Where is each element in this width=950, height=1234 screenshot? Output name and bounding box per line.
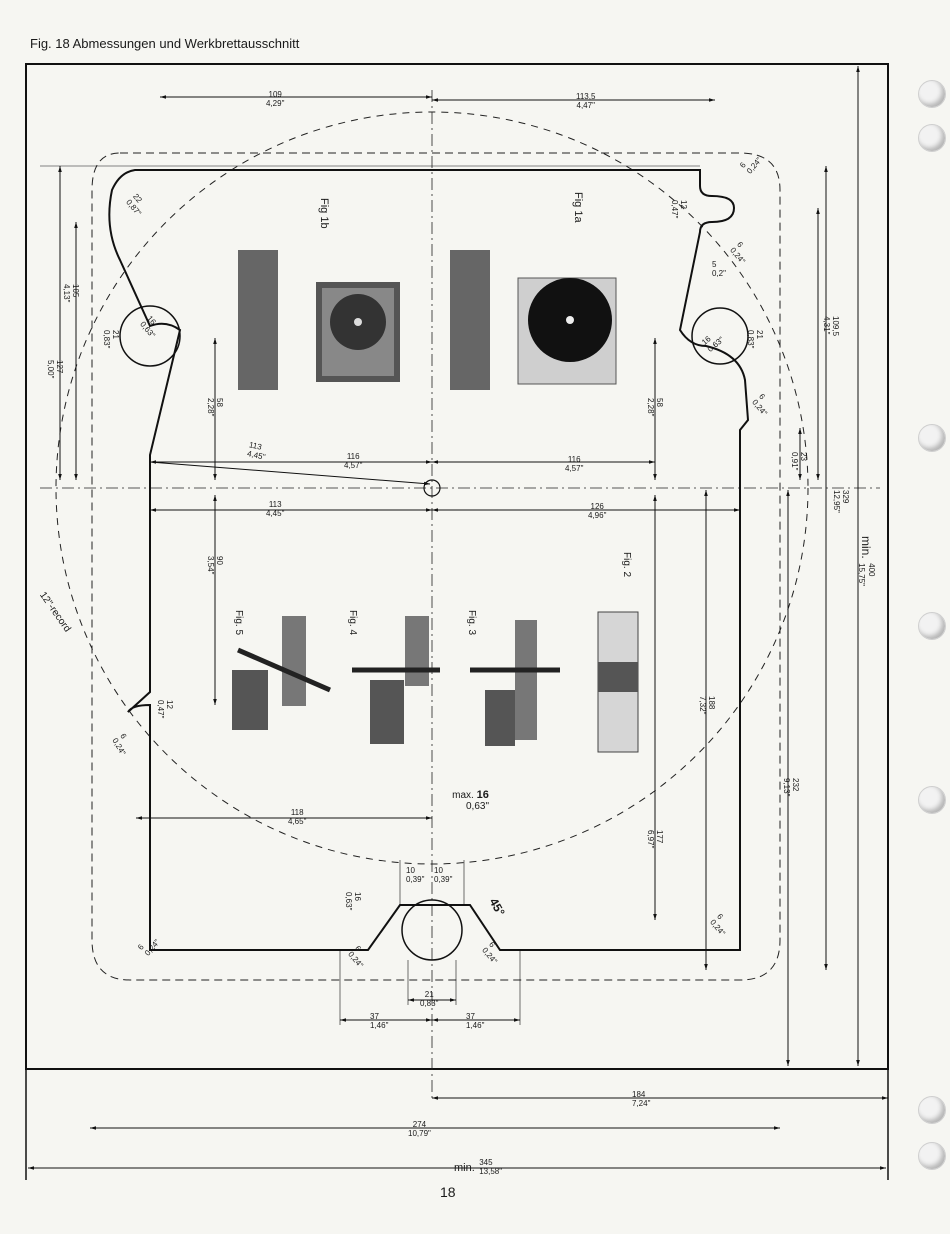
binder-hole <box>918 80 946 108</box>
spindle-center <box>423 479 441 497</box>
binder-hole <box>918 124 946 152</box>
cutout-outline <box>108 169 750 951</box>
mount-hole-left <box>119 305 181 367</box>
binder-hole <box>918 786 946 814</box>
fig4-illustration <box>352 616 440 744</box>
binder-hole <box>918 424 946 452</box>
fig1a-label: Fig 1a <box>572 192 584 223</box>
fig1a-thumbnail <box>450 250 617 390</box>
fig3-label: Fig. 3 <box>466 610 477 636</box>
binder-hole <box>918 1142 946 1170</box>
fig3-illustration <box>470 620 560 746</box>
figure-title: Fig. 18 Abmessungen und Werkbrettausschn… <box>30 36 300 51</box>
dashed-outline <box>91 152 781 981</box>
fig5-illustration <box>232 616 331 730</box>
fig2-illustration <box>597 611 639 753</box>
fig4-label: Fig. 4 <box>347 610 358 636</box>
fig1b-thumbnail <box>238 250 400 390</box>
board-frame <box>25 63 889 1070</box>
fig2-label: Fig. 2 <box>621 552 632 578</box>
mount-hole-bottom <box>401 899 463 961</box>
page-number: 18 <box>440 1184 456 1200</box>
binder-hole <box>918 612 946 640</box>
fig1b-label: Fig 1b <box>318 198 330 229</box>
binder-hole <box>918 1096 946 1124</box>
mount-hole-right <box>691 307 749 365</box>
fig5-label: Fig. 5 <box>233 610 244 636</box>
